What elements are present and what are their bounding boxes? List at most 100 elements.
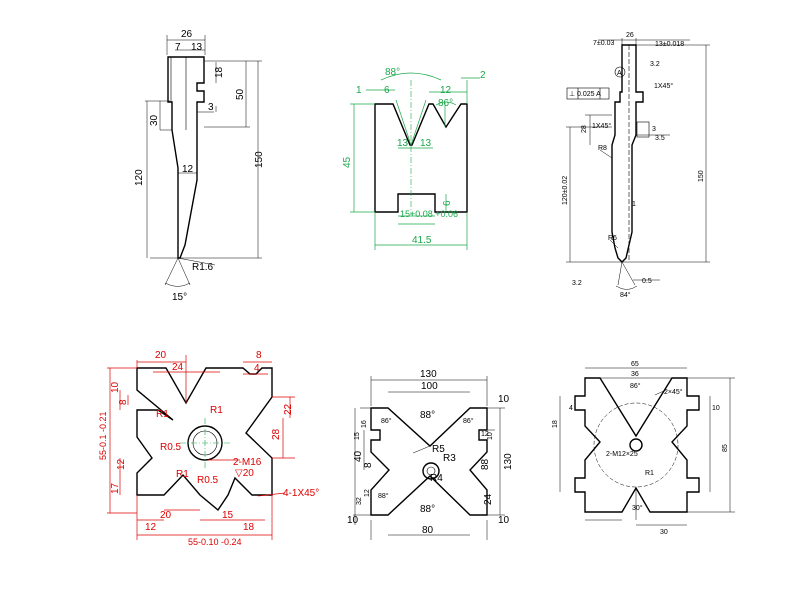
depth-20: ▽20 <box>235 468 254 479</box>
dim-16: 16 <box>361 420 368 428</box>
dim-55-tol-a: 55-0.1 -0.21 <box>98 411 108 460</box>
dim-28: 28 <box>271 428 282 440</box>
dim-32: 32 <box>356 497 363 505</box>
dim-15: 15 <box>222 510 234 521</box>
dim-40: 40 <box>353 450 364 462</box>
dim-12b: 12 <box>364 489 371 497</box>
dim-26: 26 <box>181 29 193 40</box>
dim-6: 6 <box>384 85 390 96</box>
drawing-3-punch-detail: 7±0.03 26 13±0.018 A ⊥ 0.025 A 1X45° 1X4… <box>562 32 710 299</box>
dim-15-tol: 15+0.08 +0.06 <box>400 209 458 219</box>
radius-r1b: R1 <box>210 405 223 416</box>
dim-10: 10 <box>712 405 720 412</box>
perpendicularity: ⊥ 0.025 A <box>569 91 601 98</box>
angle-86: 86° <box>630 382 641 390</box>
radius-r0-5b: R0.5 <box>197 475 219 486</box>
thread-m12: 2-M12×25 <box>606 451 638 458</box>
dim-30: 30 <box>149 114 160 126</box>
dim-18: 18 <box>552 420 559 428</box>
dim-7: 7 <box>175 42 181 53</box>
dim-6b: 6 <box>442 200 453 206</box>
angle-84: 84° <box>620 291 631 299</box>
dim-65: 65 <box>631 361 639 368</box>
dim-3: 3 <box>652 126 656 133</box>
angle-88: 88° <box>385 67 400 78</box>
dim-30: 30 <box>660 529 668 536</box>
dim-12b: 12 <box>145 522 157 533</box>
dim-130: 130 <box>420 369 437 380</box>
dim-10b: 10 <box>487 432 494 440</box>
dim-13-tol: 13±0.018 <box>655 41 684 48</box>
radius-r0-5a: R0.5 <box>160 442 182 453</box>
angle-88a: 88° <box>420 410 435 421</box>
dim-50: 50 <box>235 88 246 100</box>
radius-r4: R4 <box>430 473 443 484</box>
chamfer-1x45: 1X45° <box>654 82 673 90</box>
dim-17: 17 <box>110 482 121 494</box>
dim-7-tol: 7±0.03 <box>593 40 614 47</box>
radius-r1: R1 <box>645 470 654 477</box>
dim-8a: 8 <box>363 462 374 468</box>
dim-28: 28 <box>581 125 588 133</box>
dim-10: 10 <box>110 381 121 393</box>
dim-150: 150 <box>254 151 265 168</box>
dim-8b: 8 <box>118 399 129 405</box>
dim-12: 12 <box>182 164 194 175</box>
datum-a: A <box>617 70 622 77</box>
dim-120: 120 <box>134 169 145 186</box>
dim-1: 1 <box>632 201 636 208</box>
angle-86b: 86° <box>463 417 474 425</box>
dim-24: 24 <box>483 493 494 505</box>
dim-120-tol: 120±0.02 <box>562 176 569 205</box>
dim-24: 24 <box>172 362 184 373</box>
roughness-3-2a: 3.2 <box>650 61 660 68</box>
roughness-3-2b: 3.2 <box>572 280 582 287</box>
radius-r6: R6 <box>608 235 617 242</box>
dim-13: 13 <box>191 42 203 53</box>
angle-30: 30° <box>632 504 643 512</box>
radius-r1-6: R1.6 <box>192 262 214 273</box>
dim-1: 1 <box>356 85 362 96</box>
dim-41-5: 41.5 <box>412 235 432 246</box>
dim-18: 18 <box>214 66 225 78</box>
dim-85: 85 <box>722 444 729 452</box>
radius-r8: R8 <box>598 145 607 152</box>
dim-12a: 12 <box>481 431 489 438</box>
chamfer-4x1x45: 4-1X45° <box>283 488 319 499</box>
dim-12: 12 <box>116 458 127 470</box>
dim-18: 18 <box>243 522 255 533</box>
dim-13a: 13 <box>397 138 409 149</box>
chamfer-1x45-b: 1X45° <box>592 122 611 130</box>
dim-3-5: 3.5 <box>655 135 665 142</box>
dim-88: 88 <box>480 458 491 470</box>
angle-86a: 86° <box>381 417 392 425</box>
dim-10d: 10 <box>498 515 510 526</box>
dim-3: 3 <box>208 102 214 113</box>
dim-26: 26 <box>626 32 634 39</box>
chamfer-2x45: 2×45° <box>664 388 683 396</box>
angle-88b: 88° <box>378 492 389 500</box>
dim-10: 10 <box>498 394 510 405</box>
dim-13b: 13 <box>420 138 432 149</box>
dim-20: 20 <box>155 350 167 361</box>
dim-15: 15 <box>354 432 361 440</box>
drawing-5-x-die: 130 100 88° 10 16 15 86° 86° 40 R5 R3 12… <box>347 369 514 540</box>
dim-12: 12 <box>440 85 452 96</box>
thread-m16: 2-M16 <box>233 457 262 468</box>
dim-36: 36 <box>631 371 639 378</box>
dim-10c: 10 <box>347 515 359 526</box>
dim-45: 45 <box>342 156 353 168</box>
angle-86: 86° <box>438 98 453 109</box>
angle-15: 15° <box>172 292 187 303</box>
drawing-1-punch-profile: 26 7 13 18 50 3 30 12 120 150 R1.6 15° <box>134 29 265 303</box>
angle-88c: 88° <box>420 504 435 515</box>
dim-4: 4 <box>569 405 573 412</box>
dim-2: 2 <box>480 70 486 81</box>
radius-r5: R5 <box>432 444 445 455</box>
dim-100: 100 <box>421 381 438 392</box>
dim-22: 22 <box>283 403 294 415</box>
dim-55-tol-b: 55-0.10 -0.24 <box>188 537 242 547</box>
dim-4: 4 <box>254 363 260 374</box>
dim-8: 8 <box>256 350 262 361</box>
